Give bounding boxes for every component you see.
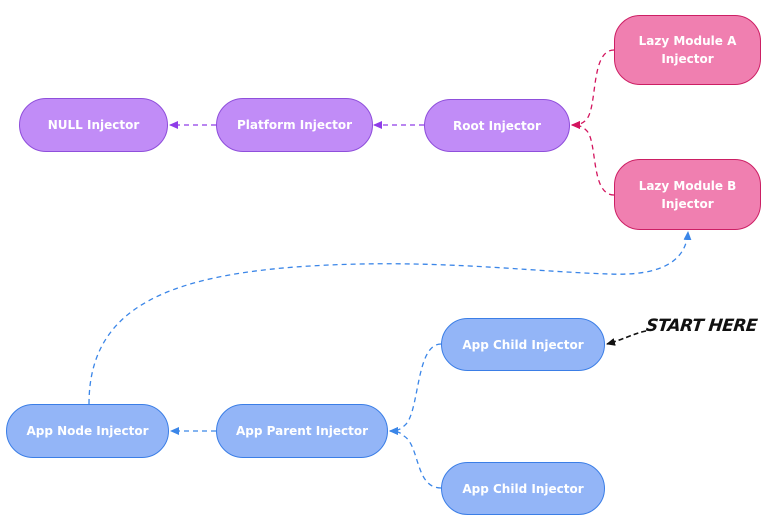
edge-app-node-to-lazy-b [88,231,692,405]
app-node-injector-label: App Node Injector [26,424,149,438]
lazy-module-b-label: Lazy Module B Injector [638,178,737,211]
edge-app-child-top-to-parent [389,343,442,435]
platform-injector-node: Platform Injector [216,98,373,152]
edge-lazy-b-to-root [571,121,615,196]
app-child-injector-bottom-node: App Child Injector [441,462,605,515]
root-injector-label: Root Injector [453,118,541,133]
edge-start-to-app-child [606,330,647,346]
app-node-injector-node: App Node Injector [6,404,169,458]
lazy-module-b-injector-node: Lazy Module B Injector [614,159,761,230]
app-child-injector-bottom-label: App Child Injector [462,481,584,496]
platform-injector-label: Platform Injector [236,118,353,132]
null-injector-label: NULL Injector [47,118,140,132]
start-here-label: START HERE [644,316,759,336]
lazy-module-a-label: Lazy Module A Injector [638,34,737,66]
app-parent-injector-node: App Parent Injector [216,404,388,458]
root-injector-node: Root Injector [424,99,570,152]
edge-app-child-bottom-to-parent [389,427,442,489]
edge-lazy-a-to-root [571,49,615,129]
lazy-module-a-injector-node: Lazy Module A Injector [614,15,761,85]
app-parent-injector-label: App Parent Injector [236,424,368,438]
app-child-injector-top-node: App Child Injector [441,318,605,371]
null-injector-node: NULL Injector [19,98,168,152]
app-child-injector-top-label: App Child Injector [462,337,584,352]
